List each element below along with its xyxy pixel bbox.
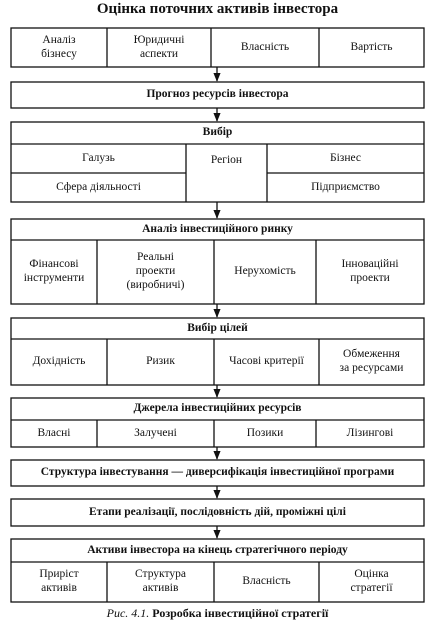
- cell-attracted: Залучені: [134, 426, 177, 439]
- goals-header: Вибір цілей: [187, 321, 248, 334]
- cell-field-of-activity: Сфера діяльності: [56, 180, 141, 193]
- cell-asset-growth: Приріст активів: [39, 568, 79, 594]
- cell-region: Регіон: [210, 154, 243, 167]
- cell-asset-structure: Структура активів: [135, 568, 186, 594]
- cell-real-estate: Нерухомість: [234, 265, 296, 278]
- sources-header: Джерела інвестиційних ресурсів: [133, 402, 302, 415]
- market-analysis-header: Аналіз інвестиційного ринку: [142, 222, 293, 235]
- cell-strategy-evaluation: Оцінка стратегії: [350, 568, 393, 594]
- diagram-title: Оцінка поточних активів інвестора: [96, 1, 339, 17]
- cell-business-analysis: Аналіз бізнесу: [41, 33, 77, 60]
- figure-caption: Рис. 4.1. Розробка інвестиційної стратег…: [0, 606, 435, 621]
- cell-profitability: Дохідність: [32, 355, 86, 368]
- cell-real-projects: Реальні проекти (виробничі): [126, 251, 185, 291]
- cell-loans: Позики: [246, 426, 284, 439]
- cell-resource-limits: Обмеження за ресурсами: [339, 348, 404, 374]
- cell-time-criteria: Часові критерії: [229, 355, 304, 368]
- cell-enterprise: Підприємство: [311, 180, 380, 193]
- cell-own: Власні: [37, 426, 71, 439]
- cell-final-ownership: Власність: [242, 575, 291, 588]
- cell-industry: Галузь: [82, 151, 115, 164]
- final-assets-header: Активи інвестора на кінець стратегічного…: [87, 543, 348, 556]
- cell-legal-aspects: Юридичні аспекти: [133, 33, 185, 60]
- cell-innovation-projects: Інноваційні проекти: [341, 258, 399, 284]
- cell-value: Вартість: [350, 40, 393, 53]
- caption-text: Розробка інвестиційної стратегії: [152, 606, 329, 620]
- cell-business: Бізнес: [330, 151, 361, 164]
- implementation-stages-label: Етапи реалізації, послідовність дій, про…: [89, 505, 346, 518]
- figure-number: Рис. 4.1.: [106, 606, 150, 620]
- investment-structure-label: Структура інвестування — диверсифікація …: [40, 466, 395, 479]
- cell-leasing: Лізингові: [346, 426, 394, 439]
- choice-header: Вибір: [202, 126, 233, 139]
- cell-financial-instruments: Фінансові інструменти: [23, 258, 85, 284]
- cell-risk: Ризик: [146, 355, 175, 368]
- resource-forecast-label: Прогноз ресурсів інвестора: [146, 88, 289, 101]
- box-final-assets: [10, 538, 425, 603]
- cell-ownership: Власність: [240, 40, 290, 53]
